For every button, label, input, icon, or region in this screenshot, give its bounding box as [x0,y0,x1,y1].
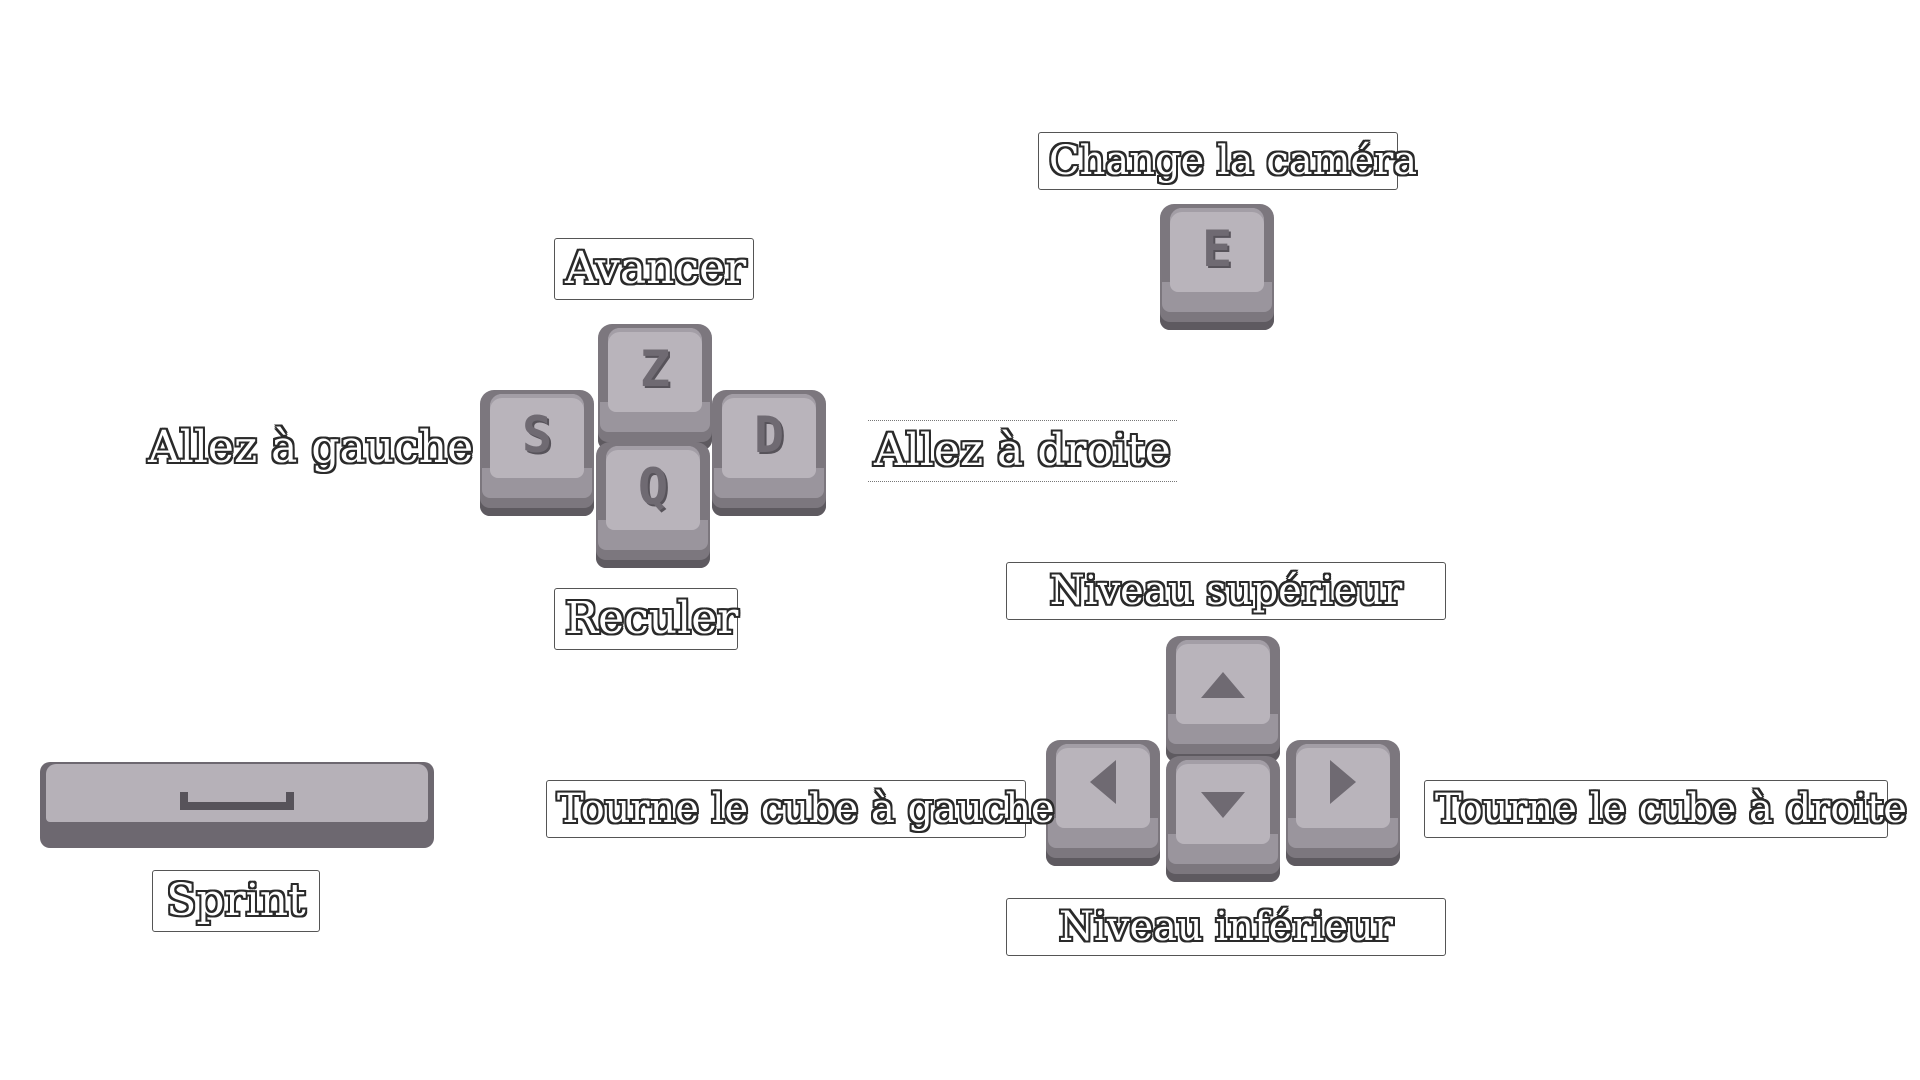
back-label: Reculer [554,588,738,650]
key-arrow-left[interactable] [1046,740,1160,866]
arrow-right-icon [1286,760,1400,812]
arrow-down-icon [1166,776,1280,826]
key-arrow-up[interactable] [1166,636,1280,762]
key-z[interactable]: Z [598,324,712,450]
key-arrow-right[interactable] [1286,740,1400,866]
space-bar-icon [180,792,294,815]
sprint-label: Sprint [152,870,320,932]
forward-label: Avancer [554,238,754,300]
key-arrow-down[interactable] [1166,756,1280,882]
key-q[interactable]: Q [596,442,710,568]
key-d[interactable]: D [712,390,826,516]
camera-label: Change la caméra [1038,132,1417,190]
rotate-left-label: Tourne le cube à gauche [546,780,1055,838]
key-d-letter: D [753,406,785,464]
level-up-label: Niveau supérieur [1006,562,1446,620]
arrow-left-icon [1046,760,1160,812]
key-s[interactable]: S [480,390,594,516]
key-e-letter: E [1201,220,1233,278]
key-space[interactable] [40,762,434,848]
rotate-right-label: Tourne le cube à droite [1424,780,1907,838]
key-s-letter: S [521,406,553,464]
left-label: Allez à gauche [148,422,474,473]
key-q-letter: Q [637,458,669,516]
key-e[interactable]: E [1160,204,1274,330]
level-down-label: Niveau inférieur [1006,898,1446,956]
key-z-letter: Z [639,340,671,398]
right-label: Allez à droite [868,420,1177,482]
arrow-up-icon [1166,656,1280,706]
